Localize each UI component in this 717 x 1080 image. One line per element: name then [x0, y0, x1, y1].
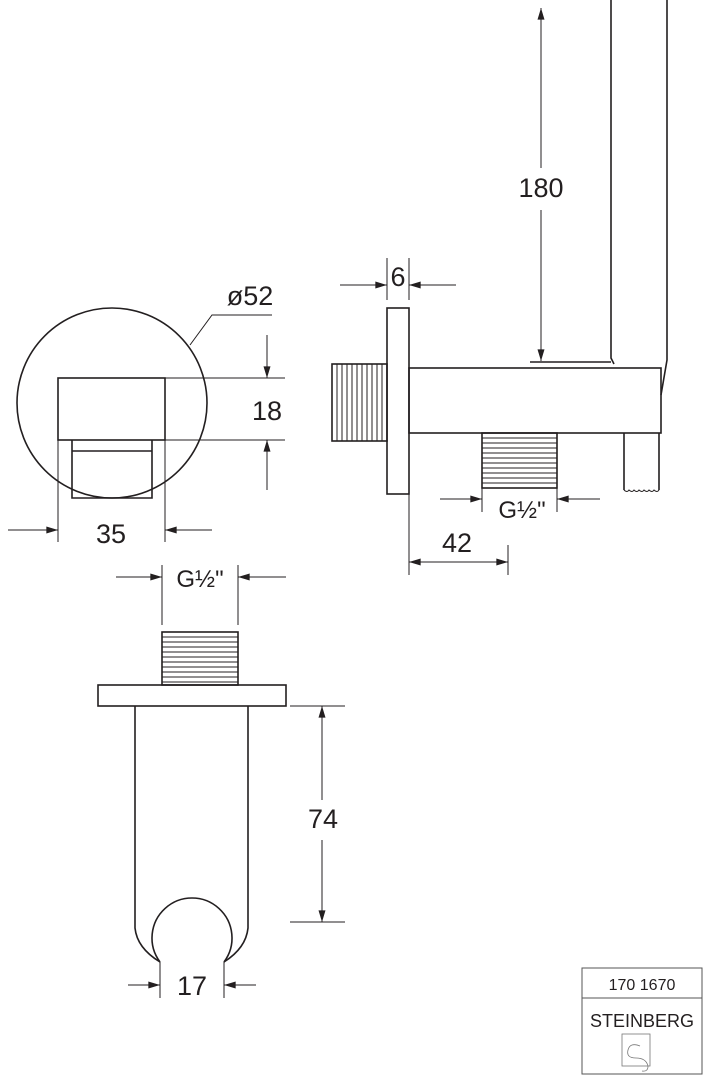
brand-name: STEINBERG [590, 1011, 694, 1031]
front-height-label: 74 [308, 804, 338, 834]
brand-logo-icon [621, 1033, 651, 1072]
side-thread-label: G½" [498, 497, 545, 524]
outlet-offset-label: 42 [442, 528, 472, 558]
rosette-height-label: 18 [252, 396, 282, 426]
holder-height-label: 180 [518, 173, 563, 203]
top-thread-label: G½" [176, 566, 223, 593]
title-block: 170 1670 STEINBERG [581, 967, 703, 1075]
rosette-width-label: 35 [96, 519, 126, 549]
flange-thickness-label: 6 [390, 262, 405, 292]
side-view: 180 6 G½" 42 [331, 0, 668, 575]
hole-width-label: 17 [177, 971, 207, 1001]
diameter-label: ø52 [227, 281, 274, 311]
front-view: G½" 74 17 [97, 565, 345, 1001]
rosette-view: ø52 18 35 [8, 281, 285, 549]
article-number: 170 1670 [609, 977, 676, 994]
